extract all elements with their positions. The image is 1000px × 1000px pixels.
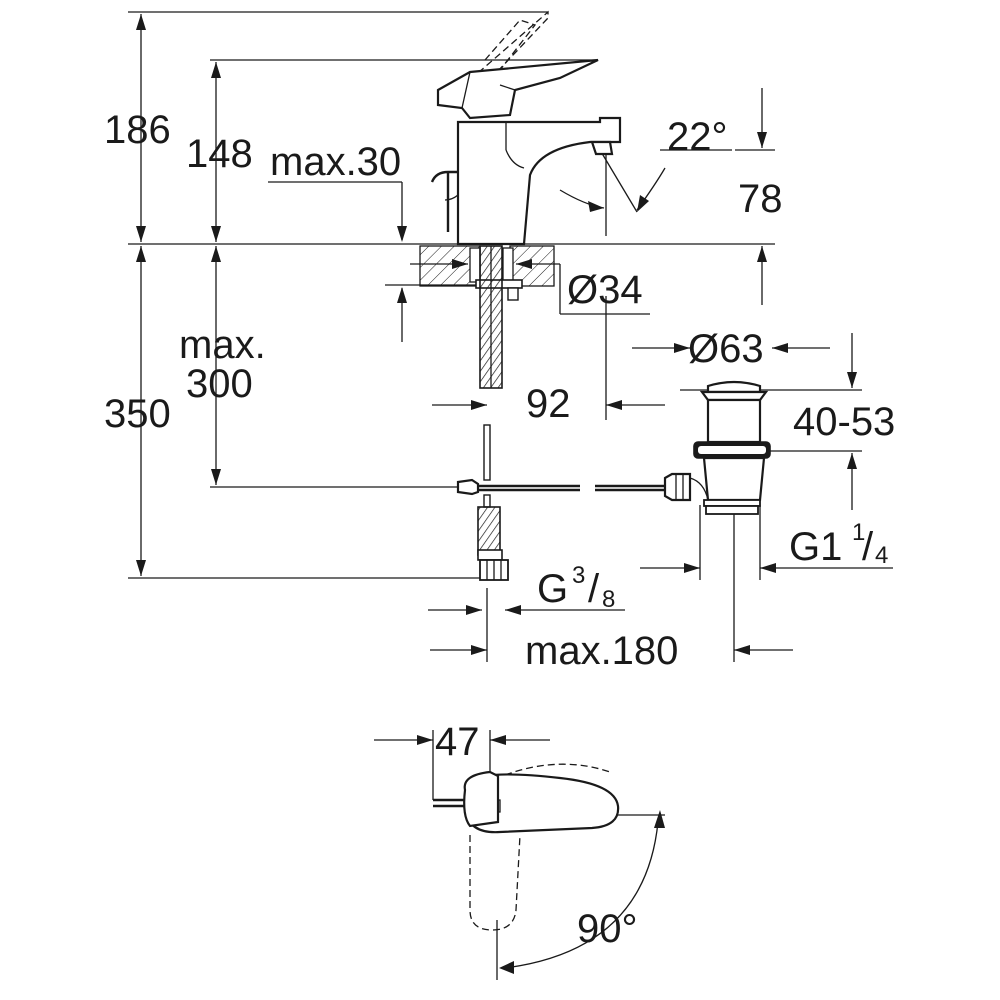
dim-g-3-8: G 3 / 8: [537, 562, 615, 613]
svg-text:8: 8: [602, 586, 615, 613]
dim-max30: max.30: [270, 140, 401, 184]
dim-78: 78: [738, 177, 783, 221]
dim-350: 350: [104, 392, 171, 436]
dim-47: 47: [435, 720, 480, 764]
dim-dia34: Ø34: [567, 268, 643, 312]
dim-148: 148: [186, 132, 253, 176]
faucet-side-view: [430, 10, 622, 246]
supply-hose: [477, 245, 509, 581]
svg-text:1: 1: [852, 519, 865, 546]
svg-text:G: G: [537, 567, 568, 611]
faucet-top-view: [433, 763, 620, 931]
svg-text:3: 3: [572, 562, 585, 589]
dim-max300-line1: max.: [179, 323, 266, 367]
dimension-lines: [136, 14, 893, 745]
svg-text:G1: G1: [789, 525, 842, 569]
angle-90-marker: [496, 810, 665, 980]
svg-text:/: /: [588, 567, 600, 611]
popup-linkage-rod: [456, 472, 692, 502]
svg-text:4: 4: [875, 542, 888, 569]
waste-drain: [689, 380, 771, 515]
dim-angle-90: 90°: [577, 907, 638, 951]
svg-text:/: /: [862, 525, 874, 569]
dim-angle-22: 22°: [667, 115, 728, 159]
angle-22-marker: [559, 149, 732, 213]
dim-dia63: Ø63: [688, 327, 764, 371]
dim-max300-line2: 300: [186, 362, 253, 406]
dim-40-53: 40-53: [793, 400, 895, 444]
dim-186: 186: [104, 108, 171, 152]
dim-g1-1-4: G1 1 / 4: [789, 519, 888, 569]
dim-max180: max.180: [525, 629, 678, 673]
dim-92: 92: [526, 382, 571, 426]
dimension-labels: 186 148 max.30 22° 78 Ø34 max. 300 350 9…: [104, 108, 895, 951]
